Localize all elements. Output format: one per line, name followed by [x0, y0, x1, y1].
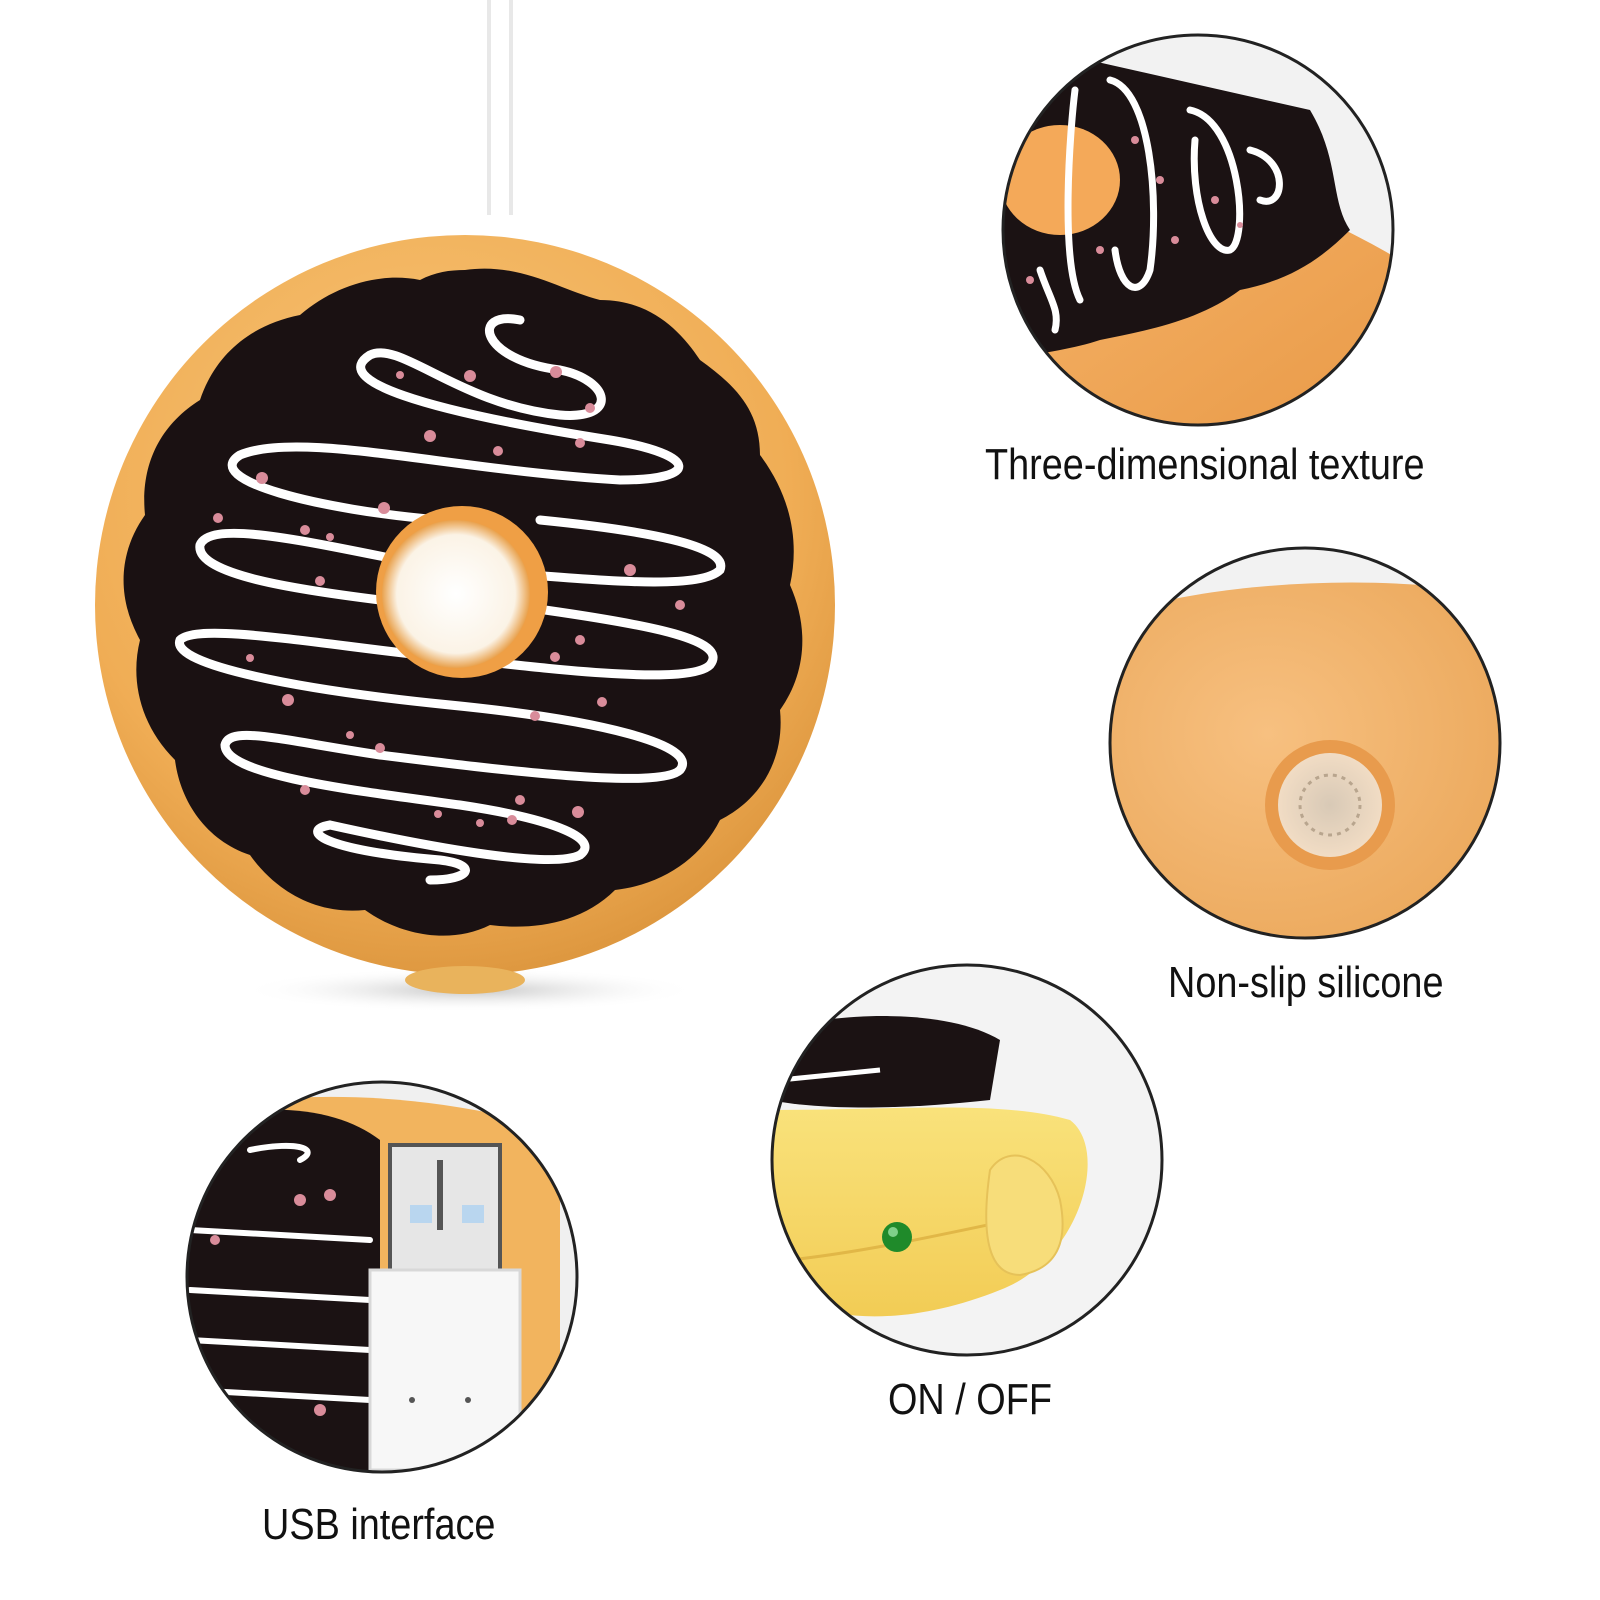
caption-usb: USB interface — [262, 1500, 496, 1549]
icing-drizzle — [175, 314, 726, 885]
power-button — [985, 1154, 1064, 1277]
usb-plug-body — [368, 1268, 522, 1472]
sprinkles — [213, 366, 685, 827]
caption-onoff: ON / OFF — [888, 1375, 1052, 1424]
caption-texture: Three-dimensional texture — [985, 440, 1425, 489]
caption-nonslip: Non-slip silicone — [1168, 958, 1444, 1007]
donut-center — [382, 520, 530, 668]
silicone-pad — [1278, 753, 1382, 857]
